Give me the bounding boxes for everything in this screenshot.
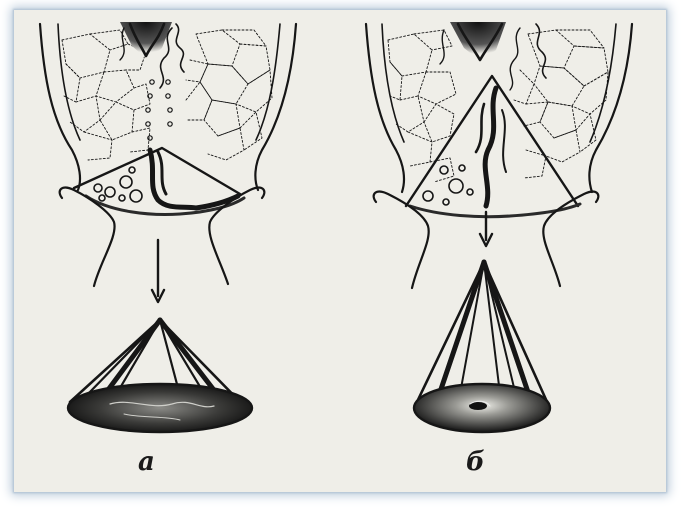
cervix-wall-b-right	[589, 24, 632, 192]
wavy-gland-a-1	[176, 24, 184, 72]
cell-mesh-b	[388, 30, 608, 182]
lesion-band-b	[485, 88, 496, 206]
panel-label-b: б	[466, 447, 485, 477]
specimen-cone-b	[416, 262, 548, 404]
fornix-a-left	[60, 188, 115, 286]
specimen-base-a	[68, 384, 252, 432]
excision-cone-a	[74, 148, 240, 194]
fornix-b-left	[374, 192, 429, 288]
lesion-cells-a	[94, 167, 142, 202]
panel-label-a: а	[138, 447, 155, 477]
cervix-wall-b-left	[366, 24, 404, 192]
diagram-a	[40, 22, 296, 432]
cell-mesh-a	[62, 30, 272, 160]
cervix-wall-a-left-inner	[58, 24, 80, 140]
diagram-b	[366, 22, 632, 432]
